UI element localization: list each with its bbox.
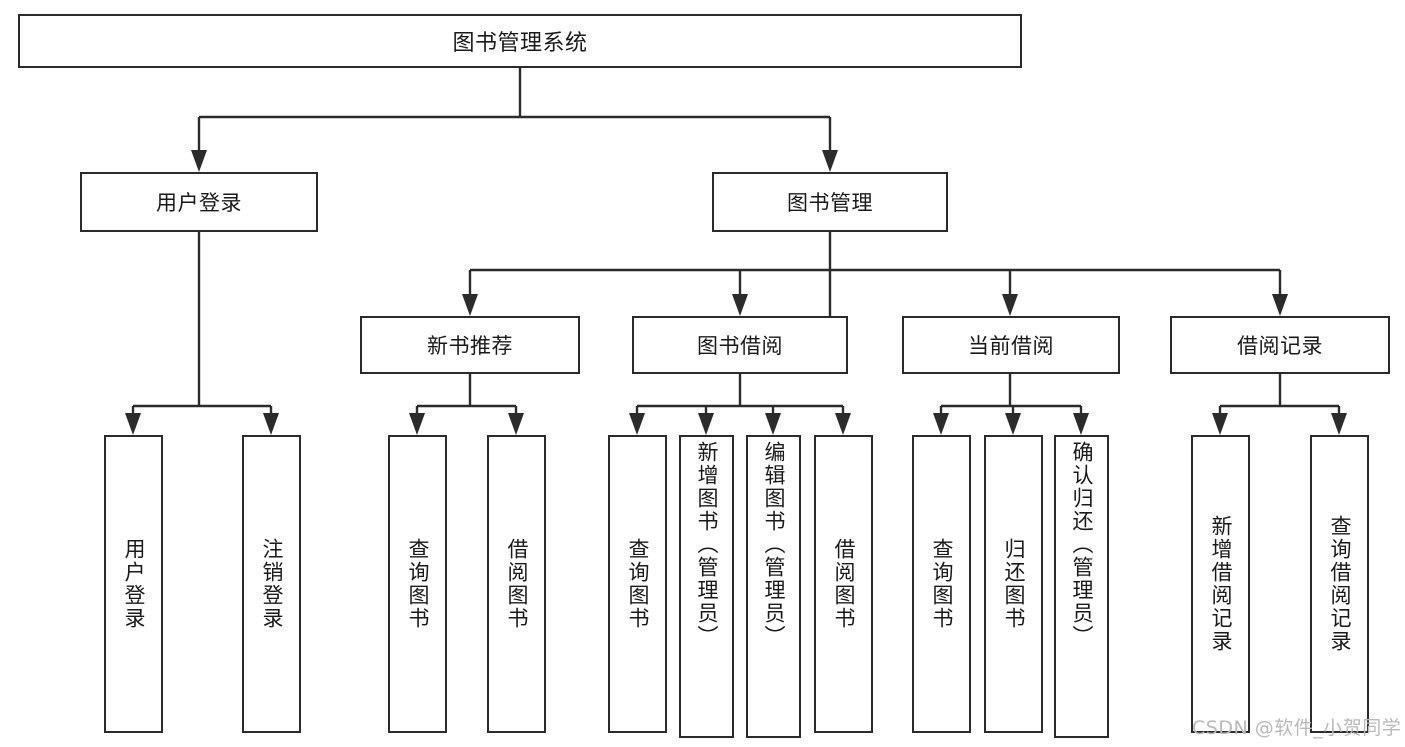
leaf-user-logout[interactable]: 注销登录 [242,435,301,733]
leaf-return-book[interactable]: 归还图书 [984,435,1043,733]
arrowhead-book-borrow [732,294,748,316]
arrowhead-leaf-query-borrow-record [1331,413,1347,435]
arrowhead-leaf-add-borrow-record [1212,413,1228,435]
node-label: 借阅图书 [832,538,856,630]
node-label: 新书推荐 [427,334,513,358]
node-label: 新增图书（管理员） [695,441,719,648]
node-label: 查询图书 [626,538,650,630]
arrowhead-leaf-return-book [1005,413,1021,435]
node-label: 归还图书 [1002,538,1026,630]
node-label: 查询借阅记录 [1328,515,1352,653]
node-label: 查询图书 [406,538,430,630]
arrowhead-leaf-borrow-book-1 [508,413,524,435]
arrowhead-borrow-record [1272,294,1288,316]
arrowhead-leaf-user-logout [263,413,279,435]
arrowhead-leaf-user-login [125,413,141,435]
node-label: 注销登录 [260,538,284,630]
arrowhead-leaf-query-book-1 [409,413,425,435]
node-book-borrow[interactable]: 图书借阅 [632,316,848,374]
leaf-add-book-admin[interactable]: 新增图书（管理员） [679,435,734,738]
node-current-borrow[interactable]: 当前借阅 [902,316,1120,374]
node-label: 编辑图书（管理员） [762,441,786,648]
leaf-borrow-book-recommend[interactable]: 借阅图书 [487,435,546,733]
node-label: 图书管理 [787,191,873,215]
leaf-query-borrow-record[interactable]: 查询借阅记录 [1310,435,1369,733]
leaf-borrow-book[interactable]: 借阅图书 [814,435,873,733]
arrowhead-new-book-recommend [462,294,478,316]
leaf-edit-book-admin[interactable]: 编辑图书（管理员） [746,435,801,738]
leaf-add-borrow-record[interactable]: 新增借阅记录 [1191,435,1250,733]
arrowhead-leaf-query-book-3 [933,413,949,435]
node-label: 借阅记录 [1237,334,1323,358]
node-label: 用户登录 [122,538,146,630]
node-book-management[interactable]: 图书管理 [712,172,948,232]
node-borrow-record[interactable]: 借阅记录 [1170,316,1390,374]
node-new-book-recommend[interactable]: 新书推荐 [360,316,580,374]
leaf-query-book-current[interactable]: 查询图书 [912,435,971,733]
leaf-query-book-recommend[interactable]: 查询图书 [388,435,447,733]
arrowhead-leaf-confirm-return-admin [1073,413,1089,435]
node-label: 确认归还（管理员） [1070,441,1094,648]
arrowhead-user-login [191,150,207,172]
watermark-text: CSDN @软件_小贺同学 [1192,717,1402,739]
arrowhead-leaf-edit-book-admin [765,413,781,435]
node-label: 当前借阅 [968,334,1054,358]
node-user-login[interactable]: 用户登录 [80,172,318,232]
arrowhead-book-manage [822,150,838,172]
leaf-confirm-return-admin[interactable]: 确认归还（管理员） [1054,435,1109,738]
node-label: 新增借阅记录 [1209,515,1233,653]
arrowhead-leaf-query-book-2 [629,413,645,435]
arrowhead-leaf-add-book-admin [698,413,714,435]
leaf-query-book-borrow[interactable]: 查询图书 [608,435,667,733]
arrowhead-current-borrow [1002,294,1018,316]
node-label: 查询图书 [930,538,954,630]
node-root-book-management-system[interactable]: 图书管理系统 [18,14,1022,68]
node-label: 图书借阅 [697,334,783,358]
node-label: 用户登录 [156,191,242,215]
node-label: 借阅图书 [505,538,529,630]
node-label: 图书管理系统 [452,31,588,56]
leaf-user-login[interactable]: 用户登录 [104,435,163,733]
arrowhead-leaf-borrow-book-2 [835,413,851,435]
